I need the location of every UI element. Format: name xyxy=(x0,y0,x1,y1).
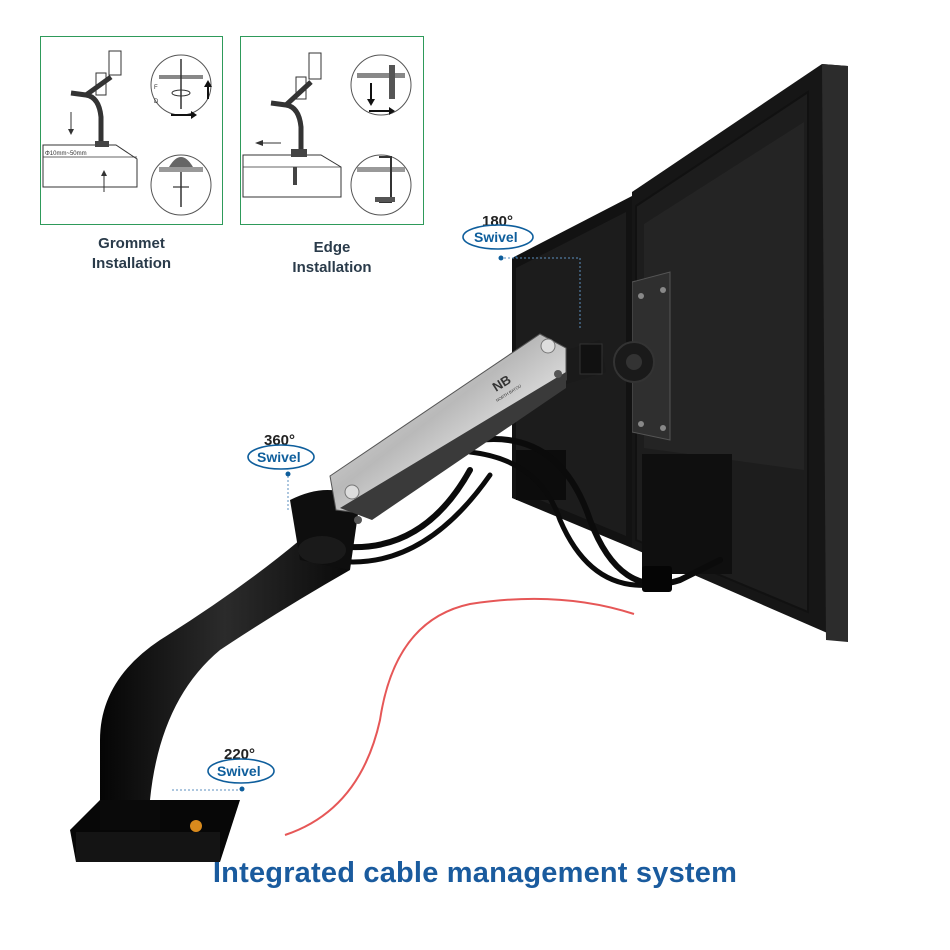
grommet-installation-caption: Grommet Installation xyxy=(40,234,223,274)
grommet-caption-line1: Grommet xyxy=(98,235,165,252)
swivel-badge-220: 220° Swivel xyxy=(172,746,275,792)
tilt-joint xyxy=(560,340,655,384)
desk-range-label: Φ10mm~50mm xyxy=(45,151,87,157)
edge-installation-caption: Edge Installation xyxy=(240,238,424,278)
swivel-badge-180: 180° Swivel xyxy=(462,213,581,330)
edge-caption-line2: Installation xyxy=(292,259,372,276)
swivel-220-label: Swivel xyxy=(217,763,261,779)
swivel-badge-360: 360° Swivel xyxy=(247,432,315,512)
edge-installation-illustration xyxy=(242,52,412,216)
grommet-label-d: D xyxy=(154,99,159,105)
swivel-180-degrees: 180° xyxy=(482,213,513,230)
swivel-360-label: Swivel xyxy=(257,449,301,465)
tagline: Integrated cable management system xyxy=(212,857,738,889)
desk-base xyxy=(70,800,240,862)
grommet-caption-line2: Installation xyxy=(91,255,172,272)
upper-arm: NB NORTH BAYOU xyxy=(329,333,567,524)
right-monitor xyxy=(631,64,848,642)
swivel-180-label: Swivel xyxy=(474,229,518,245)
grommet-label-f: F xyxy=(154,85,158,91)
grommet-installation-illustration: Φ10mm~50mm F D xyxy=(42,50,212,216)
edge-installation-panel xyxy=(240,36,424,225)
motion-arc xyxy=(284,597,635,836)
grommet-installation-panel: Φ10mm~50mm F D xyxy=(40,36,223,225)
edge-caption-line1: Edge xyxy=(313,239,351,256)
